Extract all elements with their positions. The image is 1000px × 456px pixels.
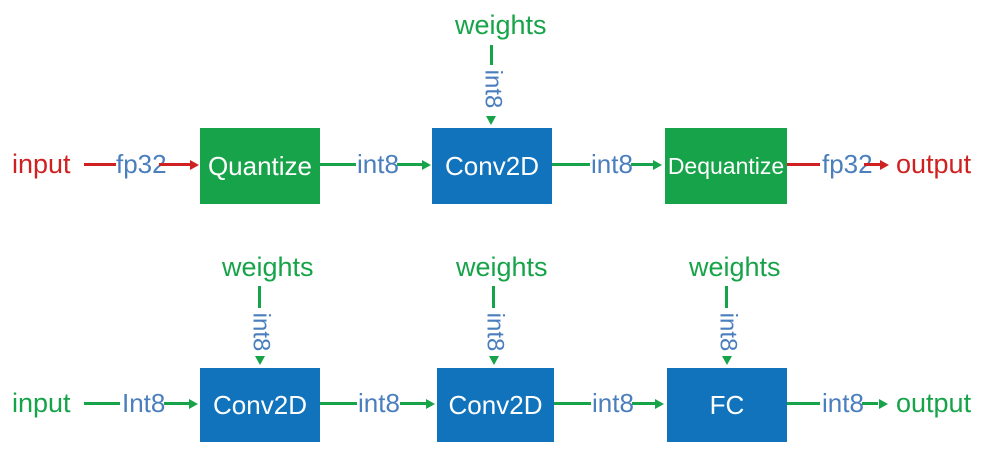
edge-line bbox=[258, 286, 261, 308]
row2-weights1-label: weights bbox=[222, 252, 314, 282]
edge-line bbox=[492, 286, 495, 308]
edge-line bbox=[552, 163, 590, 166]
node-label: Quantize bbox=[207, 150, 313, 181]
edge-line bbox=[725, 286, 728, 308]
row1-weights-label: weights bbox=[455, 10, 547, 40]
row2-input-label: input bbox=[12, 388, 71, 418]
arrow-right-icon bbox=[189, 399, 198, 409]
row1-input-label: input bbox=[12, 149, 71, 179]
arrow-down-icon bbox=[489, 356, 499, 365]
arrow-right-icon bbox=[879, 399, 888, 409]
edge-line bbox=[320, 402, 357, 405]
node-label: Dequantize bbox=[667, 152, 785, 179]
edge-line bbox=[320, 163, 356, 166]
row2-weights2-type-label: int8 bbox=[480, 312, 508, 352]
arrow-down-icon bbox=[255, 356, 265, 365]
arrow-right-icon bbox=[655, 399, 664, 409]
arrow-right-icon bbox=[880, 160, 889, 170]
row1-edge1-type-label: int8 bbox=[357, 149, 399, 179]
row2-weights2-label: weights bbox=[456, 252, 548, 282]
edge-line bbox=[397, 163, 424, 166]
row2-input-type-label: Int8 bbox=[122, 388, 166, 418]
row2-output-type-label: int8 bbox=[822, 388, 864, 418]
edge-line bbox=[84, 402, 120, 405]
edge-line bbox=[632, 402, 656, 405]
row2-weights1-type-label: int8 bbox=[246, 312, 274, 352]
edge-line bbox=[787, 163, 820, 166]
arrow-down-icon bbox=[722, 356, 732, 365]
edge-line bbox=[554, 402, 591, 405]
node-label: FC bbox=[709, 389, 745, 420]
edge-line bbox=[631, 163, 654, 166]
edge-line bbox=[864, 163, 881, 166]
node-quantize: Quantize bbox=[200, 128, 320, 204]
edge-line bbox=[164, 402, 190, 405]
arrow-down-icon bbox=[486, 116, 496, 125]
row2-weights3-label: weights bbox=[689, 252, 781, 282]
node-conv2d-row1: Conv2D bbox=[432, 128, 552, 204]
node-conv2d-row2-first: Conv2D bbox=[200, 368, 320, 442]
node-label: Conv2D bbox=[213, 389, 307, 420]
node-conv2d-row2-second: Conv2D bbox=[437, 368, 554, 442]
row2-edge2-type-label: int8 bbox=[592, 388, 634, 418]
row2-weights3-type-label: int8 bbox=[713, 312, 741, 352]
edge-line bbox=[862, 402, 878, 405]
arrow-right-icon bbox=[426, 399, 435, 409]
node-label: Conv2D bbox=[445, 150, 539, 181]
row2-output-label: output bbox=[896, 388, 972, 418]
arrow-right-icon bbox=[422, 160, 431, 170]
node-fc: FC bbox=[667, 368, 787, 442]
row1-weights-type-label: int8 bbox=[478, 69, 506, 109]
row2-edge1-type-label: int8 bbox=[358, 388, 400, 418]
edge-line bbox=[84, 163, 116, 166]
edge-line bbox=[490, 45, 493, 65]
node-label: Conv2D bbox=[448, 389, 543, 420]
row1-output-label: output bbox=[896, 149, 972, 179]
row1-input-type-label: fp32 bbox=[116, 149, 167, 179]
edge-line bbox=[787, 402, 820, 405]
arrow-right-icon bbox=[190, 160, 199, 170]
edge-line bbox=[159, 163, 192, 166]
arrow-right-icon bbox=[653, 160, 662, 170]
row1-edge2-type-label: int8 bbox=[591, 149, 633, 179]
node-dequantize: Dequantize bbox=[665, 128, 787, 204]
edge-line bbox=[400, 402, 427, 405]
